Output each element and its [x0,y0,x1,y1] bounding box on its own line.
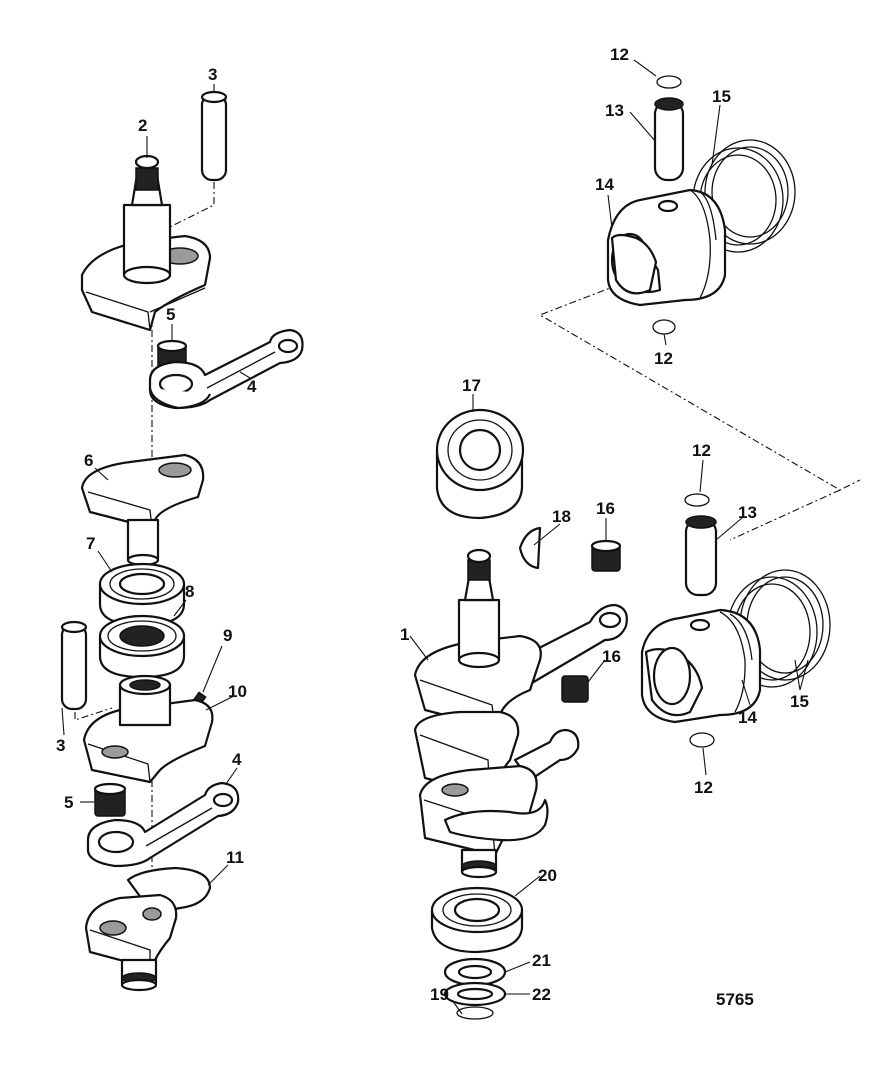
part-12-piston-pin-clip-c [684,493,710,507]
callout-7: 7 [86,534,95,553]
upper-piston-to-rod-dashline [538,284,861,491]
callout-12: 12 [694,778,713,797]
part-7-ball-bearing [98,562,186,627]
pin-3-top-dashline [159,182,215,233]
callout-15: 15 [712,87,731,106]
part-1-crankshaft [413,548,628,879]
callout-3: 3 [56,736,65,755]
callout-20: 20 [538,866,557,885]
part-21-washer [443,957,507,987]
part-4-connecting-rod-top [148,328,304,410]
callout-14: 14 [738,708,757,727]
diagram-code: 5765 [716,990,754,1009]
part-18-woodruff-key [518,526,542,570]
part-12-piston-pin-clip-b [652,319,676,335]
part-14-piston-a [606,188,727,307]
callout-11: 11 [226,848,244,867]
callout-21: 21 [532,951,551,970]
callout-12: 12 [610,45,629,64]
callout-1: 1 [400,625,409,644]
callout-16: 16 [602,647,621,666]
part-19-retaining-ring [456,1006,494,1020]
part-3-crank-pin-top [200,90,228,182]
callout-13: 13 [738,503,757,522]
part-8-retainer [98,614,186,679]
part-11-lower-crankshaft [84,866,212,992]
callout-5: 5 [166,305,175,324]
callout-10: 10 [228,682,247,701]
callout-14: 14 [595,175,614,194]
part-16-needle-bearing-b [561,675,589,703]
part-13-piston-pin-a [653,97,685,182]
callout-18: 18 [552,507,571,526]
callout-12: 12 [692,441,711,460]
part-12-piston-pin-clip-d [689,732,715,748]
part-20-ball-bearing-bottom [430,886,524,954]
leader-lines [61,59,809,1015]
part-5-needle-bearing-bottom [93,782,127,817]
callout-12: 12 [654,349,673,368]
part-3-crank-pin-bottom [60,620,88,711]
callout-2: 2 [138,116,147,135]
callout-4: 4 [247,377,257,396]
callout-15: 15 [790,692,809,711]
part-22-spacer [443,981,507,1007]
part-4-connecting-rod-bottom [86,781,240,868]
part-16-needle-bearing-a [590,539,622,572]
callout-19: 19 [430,985,449,1004]
callout-3: 3 [208,65,217,84]
callout-13: 13 [605,101,624,120]
part-14-piston-b [640,608,762,724]
part-10-crank-web [82,674,214,784]
callout-8: 8 [185,582,194,601]
part-13-piston-pin-b [684,515,718,597]
pin-3-bottom-dashline [74,707,113,721]
lower-piston-pin-dashline [729,489,841,541]
callout-22: 22 [532,985,551,1004]
callout-9: 9 [223,626,232,645]
callout-4: 4 [232,750,242,769]
part-2-upper-crankshaft [80,154,212,332]
callout-16: 16 [596,499,615,518]
part-17-ball-bearing-top [435,408,525,520]
callout-5: 5 [64,793,73,812]
part-12-piston-pin-clip-a [656,75,682,89]
part-6-crank-web [80,453,205,567]
callout-6: 6 [84,451,93,470]
callout-17: 17 [462,376,481,395]
